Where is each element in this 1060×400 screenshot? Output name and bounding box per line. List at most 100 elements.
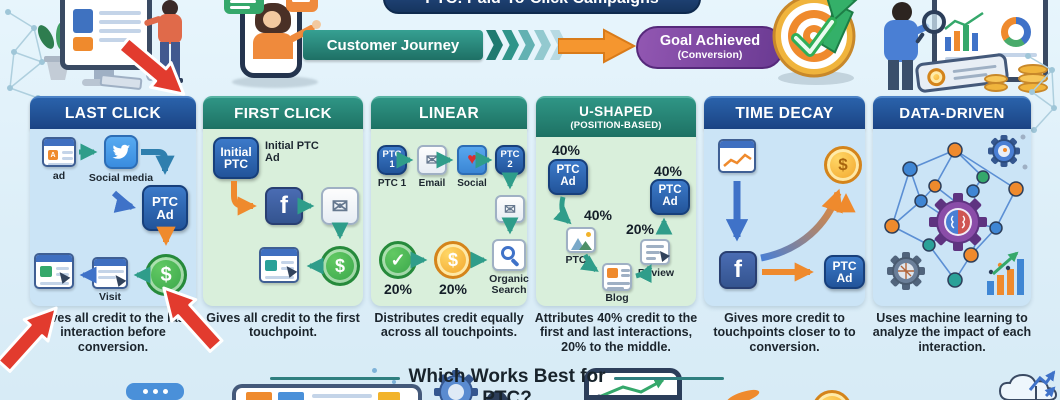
growth-bars-icon: [987, 251, 1024, 295]
ptc1-label: PTC 1: [377, 178, 407, 189]
social-label: Social: [457, 178, 487, 189]
landing-page-icon: [34, 253, 74, 289]
target-checkmark-icon: [772, 0, 858, 85]
flow-arrows: [725, 181, 856, 282]
gear-icon-top: [988, 134, 1028, 170]
ad-block: A: [48, 150, 58, 160]
flow-arrows: [396, 151, 519, 269]
pct-first: 40%: [551, 142, 581, 158]
magnifier-icon: [922, 10, 946, 34]
dollar-coin-icon: $: [824, 146, 862, 184]
phone-presenter-illustration: [218, 0, 328, 92]
attribution-column-first-click: FIRST CLICK Initial PTC Initial PTC Ad f…: [203, 0, 363, 400]
journey-chevron: [518, 30, 535, 60]
ptc-ad-box-last: PTC Ad: [650, 179, 690, 215]
goal-achieved-badge: Goal Achieved (Conversion): [636, 26, 784, 69]
landing-page-icon: [259, 247, 299, 283]
column-description: Distributes credit equally across all to…: [374, 311, 524, 340]
pct-mid1: 40%: [583, 207, 613, 223]
column-description: Gives all credit to the last interaction…: [37, 311, 189, 354]
ptc-ad-box: PTC Ad: [142, 185, 188, 231]
coin-stack-small: [984, 74, 1010, 94]
column-card: A ad Social media PTC Ad $ Visit: [30, 129, 196, 306]
network-graphic-right: [1025, 53, 1057, 133]
pct-mid2: 20%: [625, 221, 655, 237]
attribution-column-last-click: LAST CLICK A: [30, 0, 196, 400]
review-label: Review: [637, 267, 675, 279]
mini-chart: [723, 153, 752, 167]
review-icon: [640, 239, 671, 265]
flow-arrows: [553, 196, 673, 283]
column-card: f $ PTC Ad: [704, 129, 865, 306]
pct-label: 20%: [383, 281, 413, 297]
title-banner: PTC: Paid-To-Click Campaigns: [383, 0, 701, 14]
facebook-icon: f: [719, 251, 757, 289]
journey-chevron: [502, 30, 519, 60]
column-description: Uses machine learning to analyze the imp…: [872, 311, 1032, 354]
person-head-footer: [486, 391, 508, 400]
growth-arrow-icon: [1028, 370, 1056, 398]
pct-last: 40%: [653, 163, 683, 179]
dot-accent: [372, 368, 377, 373]
speech-bubble-orange: [286, 0, 318, 12]
ad-browser-icon: A: [42, 137, 76, 167]
dollar-coin-icon: $: [434, 241, 472, 279]
gear-icon-bottom: [887, 252, 925, 290]
title-text: PTC: Paid-To-Click Campaigns: [425, 0, 659, 8]
column-card: Initial PTC Initial PTC Ad f ✉ $: [203, 129, 363, 306]
divider-line-left: [270, 377, 400, 380]
column-description: Attributes 40% credit to the first and l…: [534, 311, 698, 354]
report-browser-icon: [718, 139, 756, 173]
column-header: DATA-DRIVEN: [873, 96, 1031, 129]
brain-gear-icon: [929, 193, 987, 251]
footer-question: Which Works Best for PTC?: [408, 366, 606, 400]
visit-label: Visit: [99, 291, 121, 303]
column-card: [873, 129, 1031, 306]
speech-bubble-green: [224, 0, 264, 14]
email-label: Email: [418, 178, 446, 189]
column-description: Gives all credit to the first touchpoint…: [206, 311, 360, 340]
initial-ptc-box: Initial PTC: [213, 137, 259, 179]
phone-illustration-footer: [584, 368, 682, 400]
dot-accent: [392, 380, 396, 384]
desk-illustration: [20, 0, 220, 96]
attribution-column-data-driven: DATA-DRIVEN: [873, 0, 1031, 400]
organic-search-icon: [492, 239, 526, 271]
analyst-person: [876, 2, 932, 96]
ad-label: ad: [52, 170, 66, 182]
orange-flow-arrow: [558, 28, 636, 64]
attribution-column-u-shaped: U-SHAPED (POSITION-BASED) 40% PTC Ad 40%: [535, 0, 697, 400]
column-card: PTC 1 ✉ ♥ PTC 2 PTC 1 Email Social ✉ Org…: [371, 129, 529, 306]
flow-arrows: [231, 181, 349, 275]
gear-icon-footer: [434, 370, 478, 400]
chat-bubble-icon: [126, 383, 184, 400]
blog-label: Blog: [605, 292, 629, 304]
attribution-column-time-decay: TIME DECAY f $: [704, 0, 865, 400]
tablet-illustration-footer: [232, 384, 422, 400]
analytics-illustration: [860, 0, 1060, 96]
journey-chevron: [486, 30, 503, 60]
twitter-icon: [104, 135, 138, 169]
ptc-image-icon: [566, 227, 596, 253]
divider-line-right: [614, 377, 724, 380]
column-header: FIRST CLICK: [203, 96, 363, 129]
line-chart-graphic: [944, 11, 984, 30]
ptc-ad-box-first: PTC Ad: [548, 159, 588, 195]
ptc-label: PTC: [565, 254, 587, 266]
attribution-column-linear: LINEAR PTC 1 ✉ ♥ PTC 2 PTC 1 Email Socia…: [371, 0, 529, 400]
customer-journey-banner: Customer Journey: [303, 30, 483, 60]
pct-label: 20%: [438, 281, 468, 297]
column-header: LAST CLICK: [30, 96, 196, 129]
column-header: TIME DECAY: [704, 96, 865, 129]
column-description: Gives more credit to touchpoints closer …: [713, 311, 856, 354]
column-header: U-SHAPED (POSITION-BASED): [536, 96, 696, 137]
ml-network-graphic: [884, 134, 1028, 295]
cloud-icon: [998, 373, 1058, 400]
organic-search-label: Organic Search: [489, 273, 529, 297]
blog-icon: [602, 263, 632, 291]
social-media-label: Social media: [88, 172, 154, 184]
flow-arrows: [79, 143, 176, 284]
initial-ptc-label: Initial PTC Ad: [265, 140, 319, 164]
column-card: 40% PTC Ad 40% PTC Blog: [536, 137, 696, 306]
